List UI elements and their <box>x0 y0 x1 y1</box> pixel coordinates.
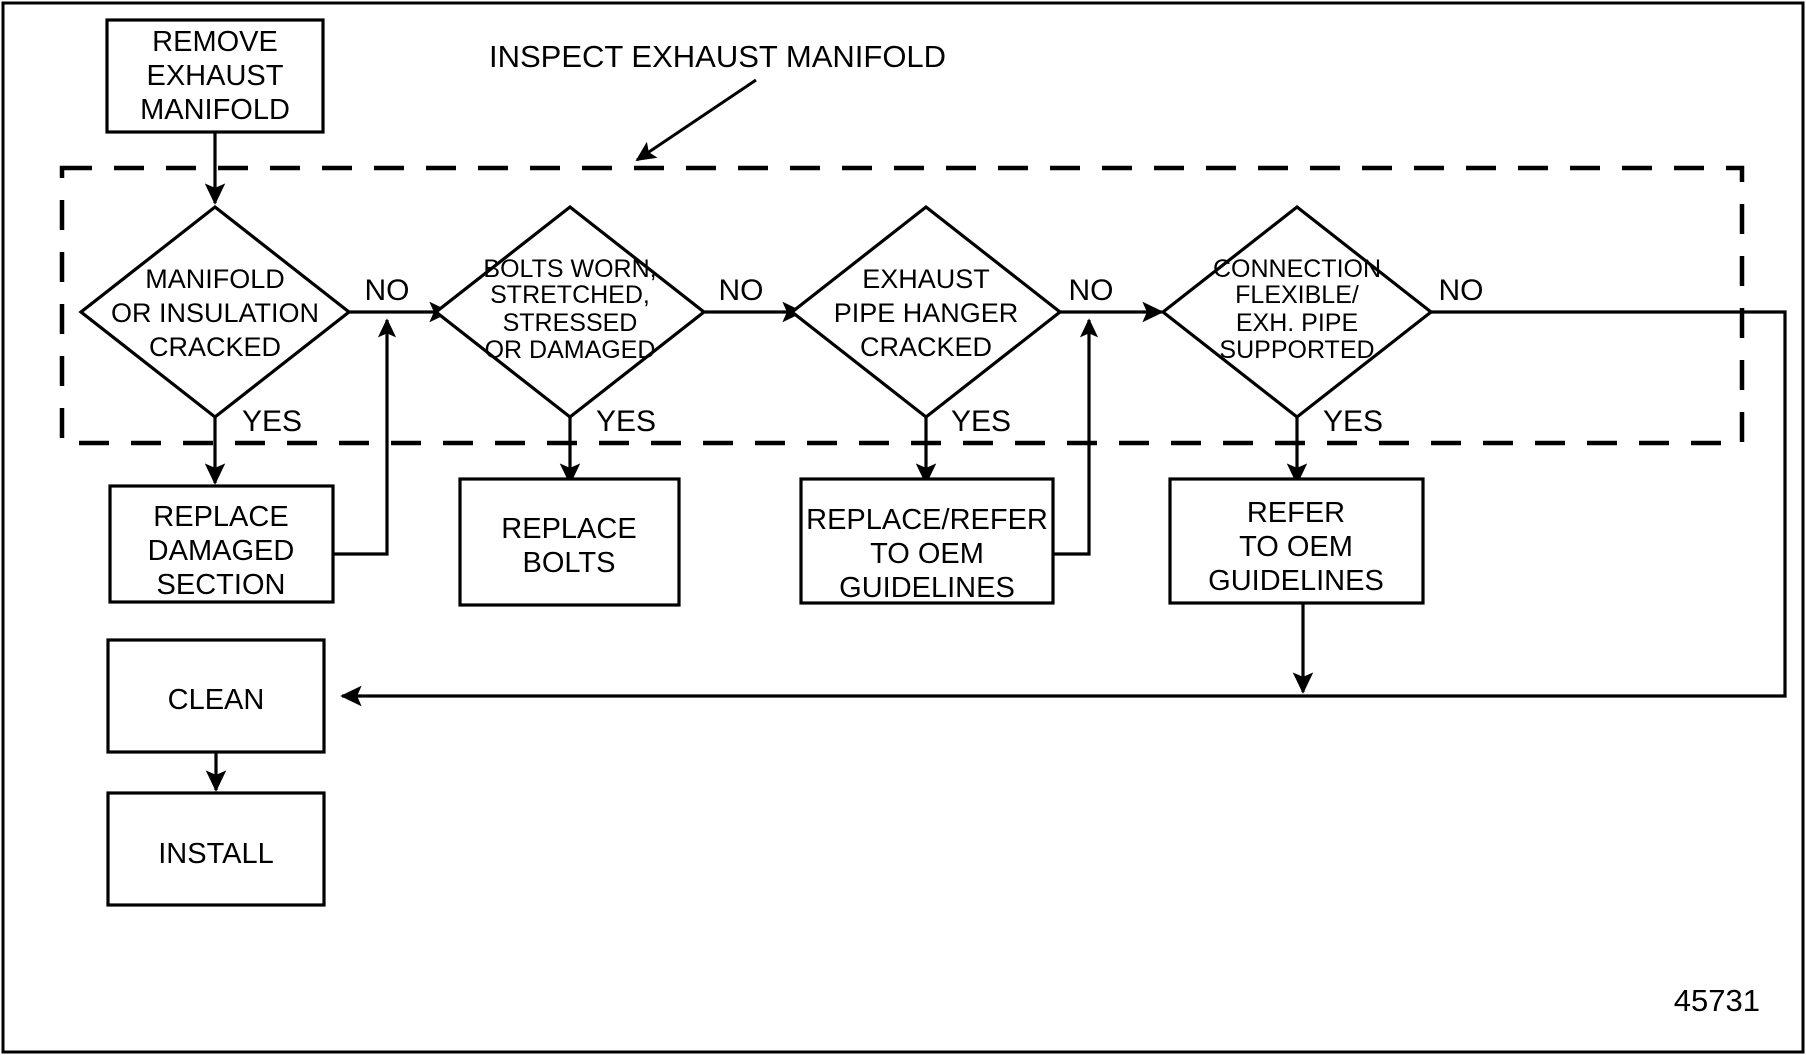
node-decision-3-line-3: CRACKED <box>860 332 992 362</box>
edge-label-decision-2-no: NO <box>719 274 764 307</box>
node-decision-1-line-3: CRACKED <box>149 332 281 362</box>
node-decision-2-line-1: BOLTS WORN, <box>483 255 656 283</box>
node-replace-refer-oem[interactable] <box>799 477 1055 605</box>
node-install-label: INSTALL <box>158 838 274 870</box>
node-action-3-line-2: TO OEM <box>870 538 984 570</box>
node-decision-4-line-4: SUPPORTED <box>1219 336 1374 364</box>
node-action-2-line-1: REPLACE <box>501 513 636 545</box>
edge-label-decision-1-no: NO <box>365 274 410 307</box>
node-action-1-line-2: DAMAGED <box>148 535 295 567</box>
node-action-4-line-2: TO OEM <box>1239 531 1353 563</box>
edge-action-3-feedback-to-no-line <box>1053 318 1099 556</box>
node-clean-label: CLEAN <box>168 684 265 716</box>
node-remove-exhaust-manifold[interactable] <box>105 18 325 134</box>
node-decision-3-line-1: EXHAUST <box>862 264 990 294</box>
edge-label-decision-3-yes: YES <box>951 405 1011 438</box>
edge-label-decision-1-yes: YES <box>242 405 302 438</box>
edge-label-decision-4-yes: YES <box>1323 405 1383 438</box>
annotation-label: INSPECT EXHAUST MANIFOLD <box>489 39 946 74</box>
node-decision-2-line-2: STRETCHED, <box>490 281 650 309</box>
node-action-1-line-1: REPLACE <box>153 501 288 533</box>
edge-label-decision-2-yes: YES <box>596 405 656 438</box>
node-decision-4-line-2: FLEXIBLE/ <box>1235 281 1359 309</box>
node-remove-exhaust-manifold-line-1: REMOVE <box>152 26 278 58</box>
node-decision-1-line-2: OR INSULATION <box>111 298 319 328</box>
node-action-1-line-3: SECTION <box>157 569 286 601</box>
annotation-leader-arrow <box>635 78 757 162</box>
inspection-group-dashed-box <box>59 165 1745 446</box>
node-action-3-line-1: REPLACE/REFER <box>806 504 1048 536</box>
node-decision-3-line-2: PIPE HANGER <box>834 298 1019 328</box>
node-replace-damaged-section[interactable] <box>108 484 335 604</box>
node-clean[interactable] <box>106 638 326 754</box>
figure-number: 45731 <box>1674 983 1760 1018</box>
node-action-4-line-1: REFER <box>1247 497 1345 529</box>
node-decision-4-line-1: CONNECTION <box>1213 255 1381 283</box>
edge-action-1-feedback-to-no-line <box>333 318 397 556</box>
node-decision-1-line-1: MANIFOLD <box>145 264 285 294</box>
node-remove-exhaust-manifold-line-3: MANIFOLD <box>140 94 290 126</box>
node-remove-exhaust-manifold-line-2: EXHAUST <box>147 60 284 92</box>
node-decision-4-line-3: EXH. PIPE <box>1236 309 1358 337</box>
node-decision-2-line-3: STRESSED <box>503 309 638 337</box>
node-refer-oem-guidelines[interactable] <box>1168 477 1425 605</box>
node-decision-2-line-4: OR DAMAGED <box>485 336 656 364</box>
edge-label-decision-3-no: NO <box>1069 274 1114 307</box>
node-install[interactable] <box>106 791 326 907</box>
node-action-4-line-3: GUIDELINES <box>1208 565 1384 597</box>
node-replace-bolts[interactable] <box>458 477 681 607</box>
node-action-3-line-3: GUIDELINES <box>839 572 1015 604</box>
node-action-2-line-2: BOLTS <box>523 547 616 579</box>
edge-decision-4-no-to-clean <box>340 310 1787 707</box>
edge-label-decision-4-no: NO <box>1439 274 1484 307</box>
